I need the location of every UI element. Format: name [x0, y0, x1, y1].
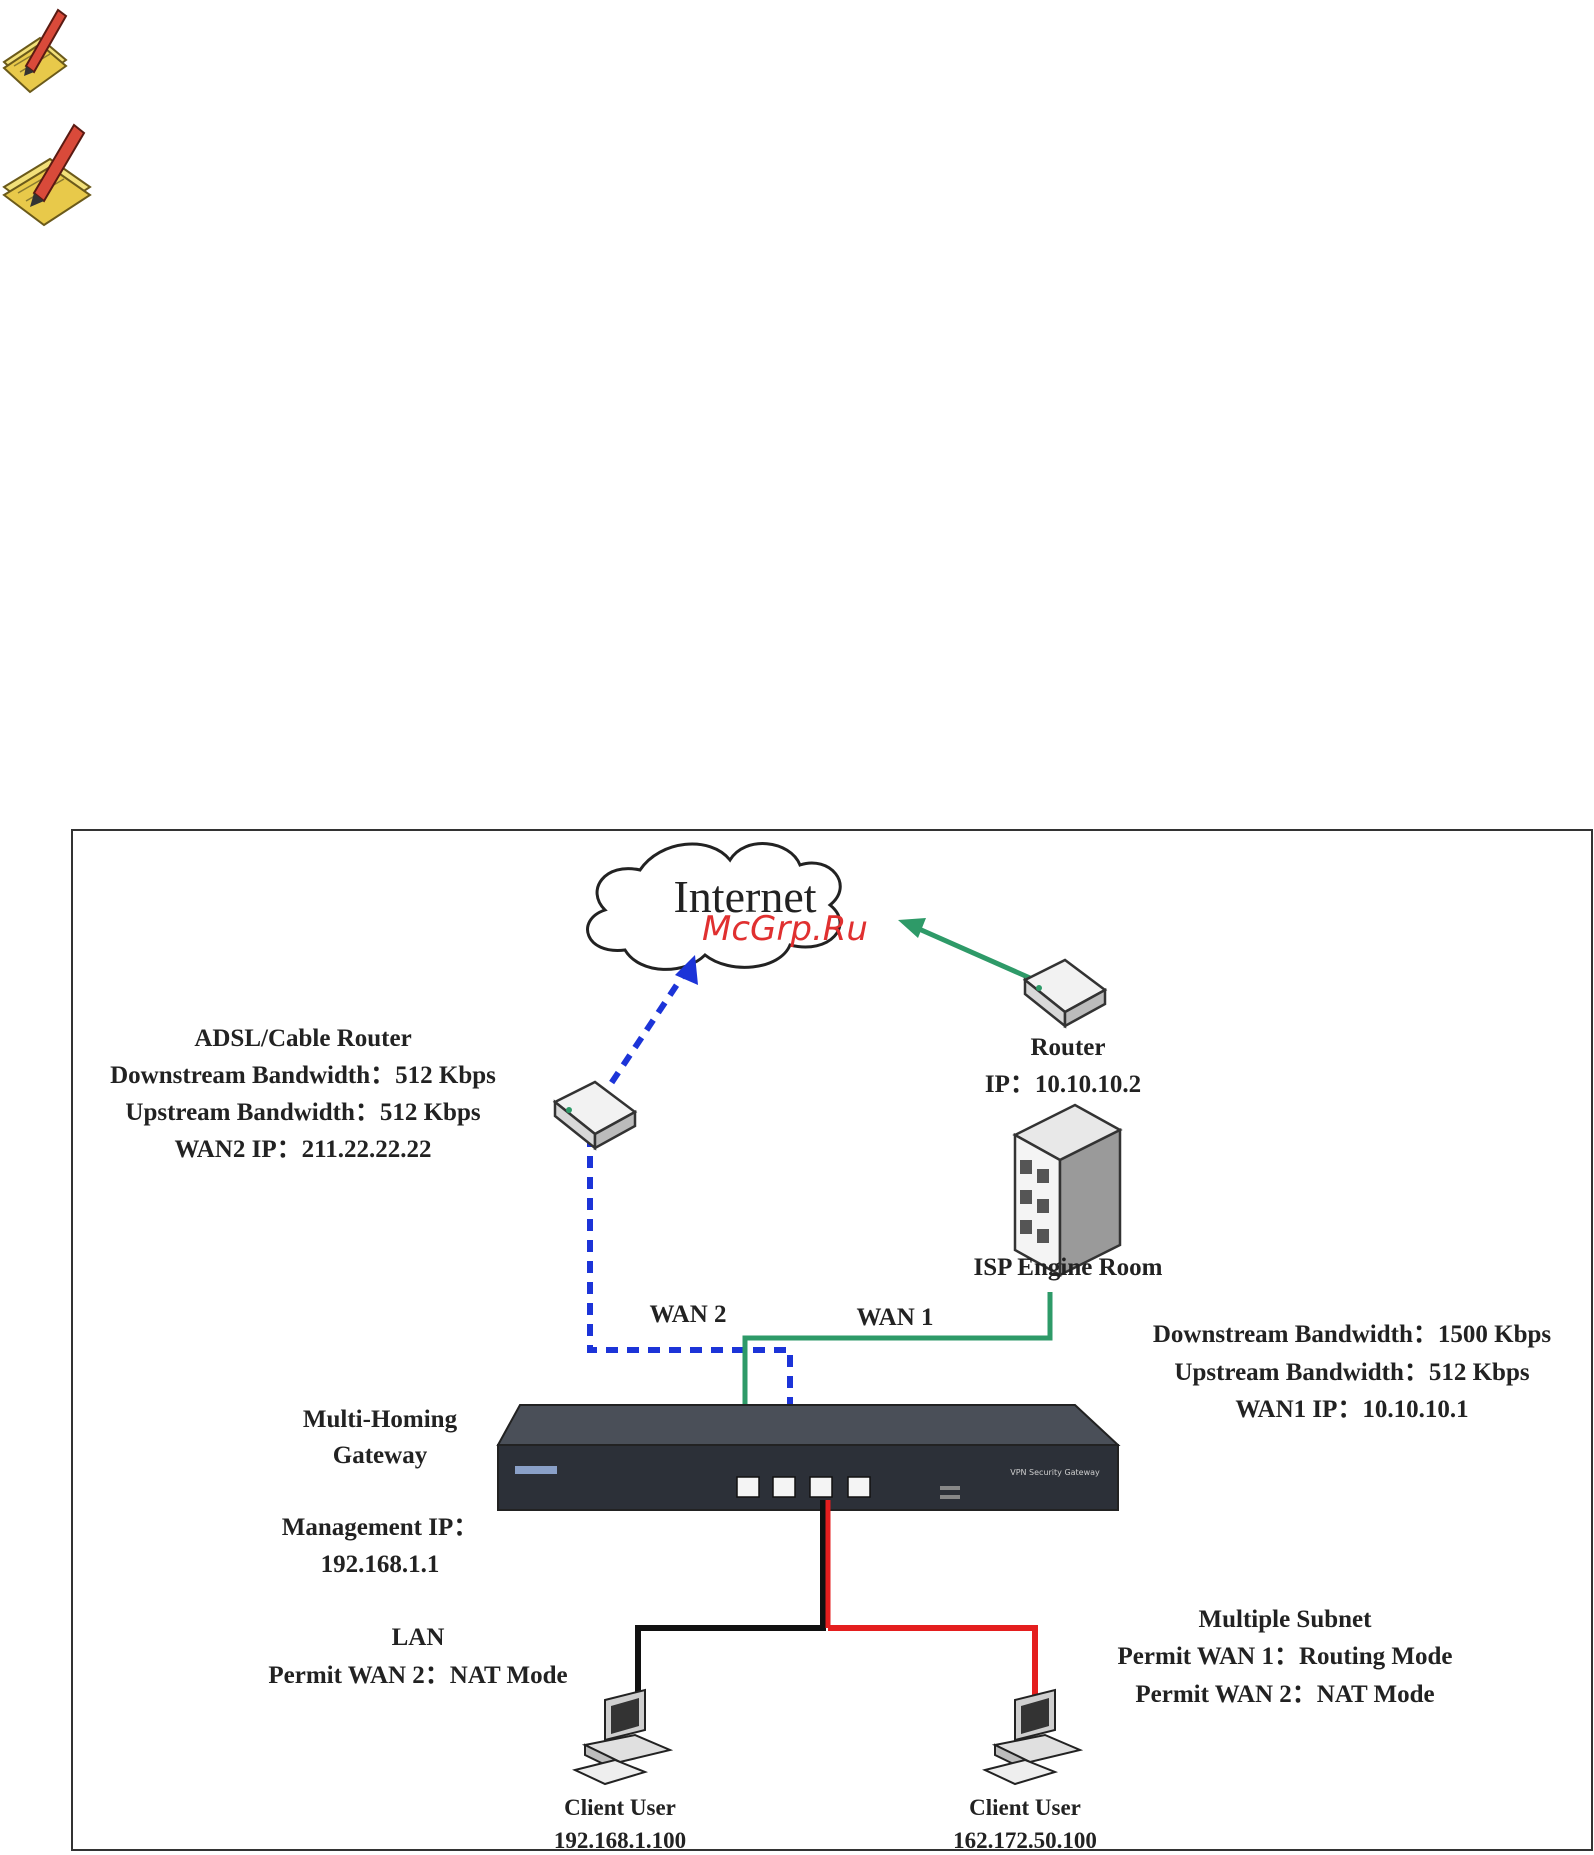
subnet-link [828, 1625, 1038, 1712]
watermark: McGrp.Ru [702, 909, 868, 949]
isp-building-icon [1012, 1103, 1123, 1278]
adsl-title: ADSL/Cable Router [194, 1025, 411, 1052]
gateway-panel-label: VPN Security Gateway [1010, 1468, 1100, 1477]
adsl-wan-ip: WAN2 IP：211.22.22.22 [175, 1136, 432, 1163]
gateway-device-icon [496, 1404, 1121, 1511]
adsl-router-icon [552, 1080, 638, 1151]
adsl-downstream: Downstream Bandwidth：512 Kbps [110, 1062, 496, 1089]
note-pencil-icon [2, 123, 92, 227]
wan1-downstream: Downstream Bandwidth：1500 Kbps [1153, 1321, 1552, 1348]
router-ip: IP：10.10.10.2 [985, 1071, 1141, 1098]
wan2-arrow-icon [675, 955, 698, 985]
wan1-label: WAN 1 [856, 1304, 933, 1331]
internet-label: Internet [673, 871, 816, 922]
client2-title: Client User [969, 1795, 1081, 1820]
wan1-ip: WAN1 IP：10.10.10.1 [1235, 1396, 1468, 1423]
gateway-title-2: Gateway [333, 1442, 428, 1469]
internet-cloud-icon [586, 842, 842, 971]
client-computer-icon [572, 1688, 674, 1786]
wan1-upstream: Upstream Bandwidth：512 Kbps [1174, 1359, 1529, 1386]
lan-link [635, 1520, 826, 1712]
router-title: Router [1031, 1034, 1106, 1061]
management-ip-label: Management IP： [282, 1514, 479, 1541]
router-icon [1022, 958, 1108, 1029]
note-pencil-icon [2, 8, 68, 94]
gateway-title-1: Multi-Homing [303, 1406, 458, 1433]
client-computer-icon [982, 1688, 1084, 1786]
lan-permit: Permit WAN 2：NAT Mode [268, 1662, 567, 1689]
wan2-label: WAN 2 [649, 1301, 726, 1328]
subnet-permit-1: Permit WAN 1：Routing Mode [1118, 1643, 1453, 1670]
wan1-arrow-icon [898, 918, 926, 938]
subnet-permit-2: Permit WAN 2：NAT Mode [1135, 1681, 1434, 1708]
diagram-frame [71, 829, 1593, 1851]
lan-title: LAN [392, 1624, 445, 1651]
adsl-upstream: Upstream Bandwidth：512 Kbps [125, 1099, 480, 1126]
management-ip-value: 192.168.1.1 [321, 1551, 440, 1578]
isp-label: ISP Engine Room [974, 1254, 1163, 1281]
subnet-title: Multiple Subnet [1199, 1606, 1373, 1633]
client1-ip: 192.168.1.100 [554, 1828, 686, 1853]
client2-ip: 162.172.50.100 [953, 1828, 1097, 1853]
client1-title: Client User [564, 1795, 676, 1820]
